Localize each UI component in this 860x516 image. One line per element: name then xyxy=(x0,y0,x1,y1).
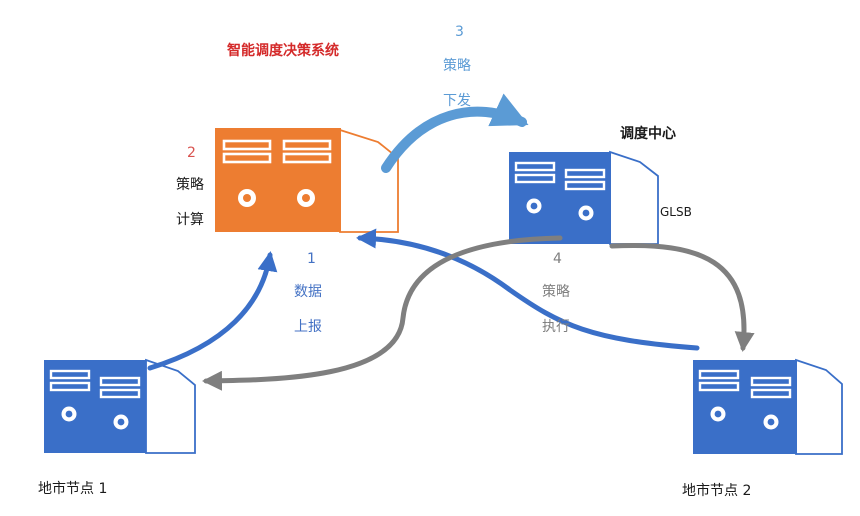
step3-line1: 策略 xyxy=(443,58,471,74)
step1-line2: 上报 xyxy=(294,319,322,335)
dispatch-center-label: 调度中心 xyxy=(620,126,676,142)
diagram-title: 智能调度决策系统 xyxy=(227,43,339,59)
step2-line2: 计算 xyxy=(176,212,204,228)
step2-number: 2 xyxy=(187,145,196,161)
execute-arrow-node1 xyxy=(202,235,563,391)
node1-server-icon xyxy=(44,358,196,454)
step3-line2: 下发 xyxy=(443,93,471,109)
step1-line1: 数据 xyxy=(294,284,322,300)
node2-label: 地市节点 2 xyxy=(682,483,752,499)
step1-number: 1 xyxy=(307,251,316,267)
execute-arrow-node2 xyxy=(609,243,755,352)
step3-number: 3 xyxy=(455,24,464,40)
dispatch-arrow xyxy=(381,93,529,173)
node2-server-icon xyxy=(693,358,843,455)
dispatch-center-server-icon xyxy=(509,150,659,245)
node1-label: 地市节点 1 xyxy=(38,481,108,497)
step4-line2: 执行 xyxy=(542,319,570,335)
step4-number: 4 xyxy=(553,251,562,267)
glsb-label: GLSB xyxy=(660,205,692,219)
report-arrow-node2 xyxy=(356,228,700,351)
step2-line1: 策略 xyxy=(176,177,204,193)
decision-server-icon xyxy=(215,128,399,233)
report-arrow-node1 xyxy=(147,251,278,371)
step4-line1: 策略 xyxy=(542,284,570,300)
